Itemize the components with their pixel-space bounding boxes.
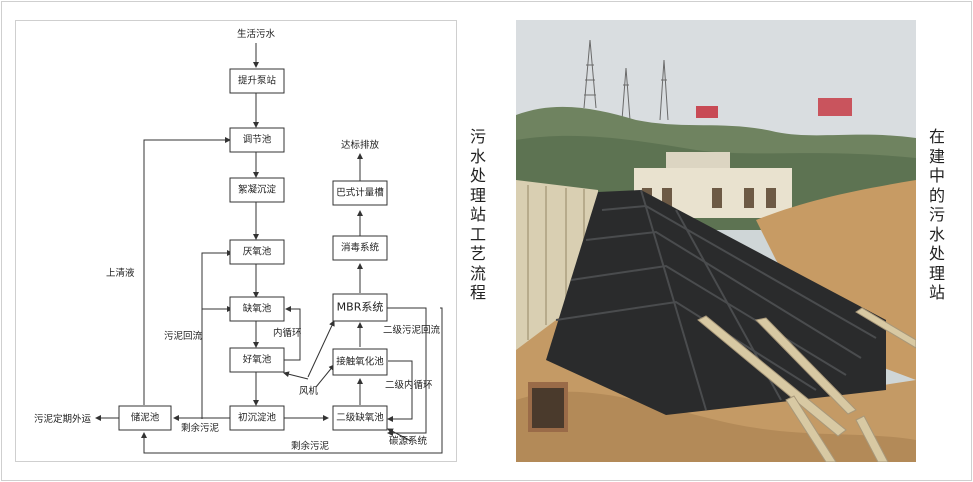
node-second-anoxic-label: 二级缺氧池 [336, 412, 384, 424]
node-disinfection: 消毒系统 [332, 235, 388, 261]
label-secondary-recycle: 二级内循环 [385, 379, 433, 391]
label-internal-recycle: 内循环 [273, 327, 302, 339]
node-contact-oxidation-label: 接触氧化池 [336, 356, 384, 368]
node-anoxic-label: 缺氧池 [243, 303, 272, 315]
node-regulating-tank-label: 调节池 [243, 134, 272, 146]
label-supernatant: 上清液 [106, 267, 135, 279]
node-mbr: MBR系统 [332, 293, 388, 322]
node-primary-settling-label: 初沉淀池 [238, 412, 277, 424]
node-disinfection-label: 消毒系统 [341, 242, 380, 254]
node-coagulation-label: 絮凝沉淀 [238, 184, 277, 196]
node-discharge-label: 达标排放 [341, 139, 380, 151]
label-excess-sludge-2: 剩余污泥 [291, 440, 330, 452]
node-second-anoxic: 二级缺氧池 [332, 405, 388, 431]
node-aerobic-label: 好氧池 [243, 354, 272, 366]
label-carbon-source: 碳源系统 [389, 435, 428, 447]
node-mbr-label: MBR系统 [337, 301, 384, 314]
label-sludge-return: 污泥回流 [164, 330, 203, 342]
node-parshall-label: 巴式计量槽 [336, 187, 384, 199]
label-excess-sludge-1: 剩余污泥 [181, 422, 220, 434]
node-sludge-out-label: 污泥定期外运 [34, 413, 92, 425]
node-lift-pump: 提升泵站 [229, 68, 285, 94]
node-anaerobic-label: 厌氧池 [243, 246, 272, 258]
node-lift-pump-label: 提升泵站 [238, 75, 277, 87]
node-regulating-tank: 调节池 [229, 127, 285, 153]
label-secondary-return: 二级污泥回流 [383, 324, 441, 336]
node-sewage-label: 生活污水 [237, 28, 276, 40]
node-parshall: 巴式计量槽 [332, 180, 388, 206]
node-aerobic: 好氧池 [229, 347, 285, 373]
node-coagulation: 絮凝沉淀 [229, 177, 285, 203]
node-contact-oxidation: 接触氧化池 [332, 348, 388, 376]
construction-photo [516, 20, 916, 462]
process-flow-diagram: 提升泵站 调节池 絮凝沉淀 厌氧池 缺氧池 好氧池 初沉淀池 巴式 [15, 20, 457, 462]
label-blower: 风机 [299, 385, 319, 397]
node-sludge-tank-label: 储泥池 [131, 412, 160, 424]
node-anaerobic: 厌氧池 [229, 239, 285, 265]
node-primary-settling: 初沉淀池 [229, 405, 285, 431]
diagram-caption: 污水处理站工艺流程 [469, 127, 486, 302]
node-anoxic: 缺氧池 [229, 296, 285, 322]
node-sludge-tank: 储泥池 [118, 405, 172, 431]
photo-caption: 在建中的污水处理站 [928, 127, 945, 302]
